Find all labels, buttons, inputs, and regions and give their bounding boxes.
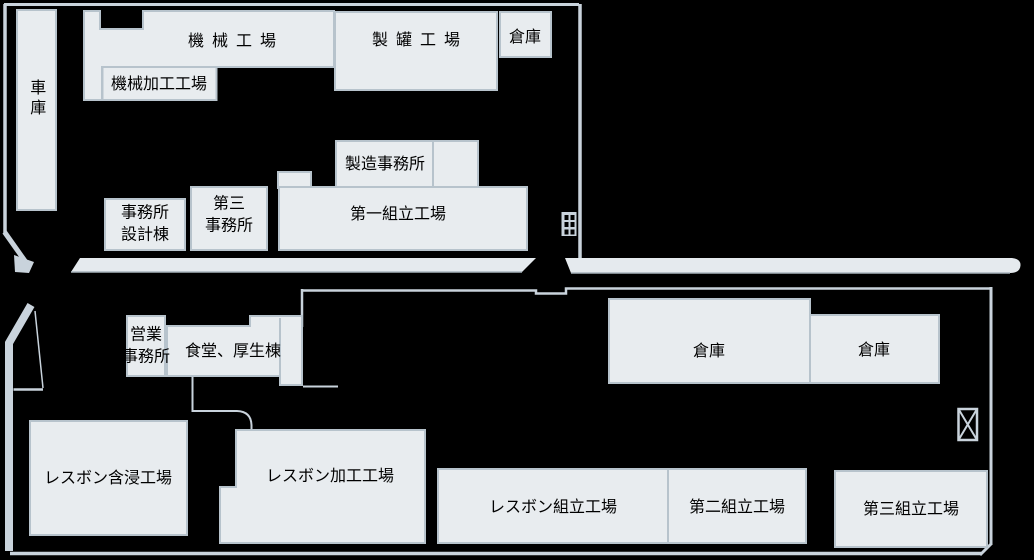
- label-third-office: 第三事務所: [204, 193, 254, 235]
- label-garage: 車庫: [27, 79, 47, 119]
- boundary-corner-chamfer: [978, 542, 993, 557]
- label-manufacturing-office: 製造事務所: [344, 153, 426, 173]
- building-garage: [16, 9, 57, 211]
- road-east: [565, 258, 1021, 273]
- roads: [71, 258, 1021, 274]
- label-cafeteria-welfare: 食堂、厚生棟: [184, 340, 282, 360]
- label-second-assembly: 第二組立工場: [688, 496, 786, 516]
- grid-gate-icon: [561, 212, 577, 236]
- label-first-assembly: 第一組立工場: [349, 203, 447, 223]
- label-resbon-impregnation: レスボン含浸工場: [43, 467, 173, 487]
- label-resbon-processing: レスボン加工工場: [265, 465, 395, 485]
- left-thin-diagonal: [34, 310, 44, 389]
- building-manufacturing-office: [335, 140, 479, 188]
- junction-wedge: [14, 255, 34, 273]
- building-sales-office: [126, 315, 166, 377]
- label-third-assembly: 第三組立工場: [862, 498, 960, 518]
- buildings-layer: [16, 9, 988, 548]
- x-gate-icon: [957, 407, 979, 442]
- x-gate-cross: [957, 408, 978, 441]
- building-warehouse-top: [499, 11, 552, 58]
- building-annex-small: [277, 171, 312, 189]
- label-warehouse-left: 倉庫: [692, 340, 726, 360]
- building-second-assembly: [667, 468, 807, 544]
- label-machine-factory: 機械工場: [187, 30, 285, 50]
- label-machining-factory: 機械加工工場: [110, 73, 208, 93]
- boundary-left-diagonal: [2, 230, 28, 263]
- building-resbon-impregnation: [29, 420, 188, 536]
- road-west: [71, 258, 536, 272]
- building-cafeteria-welfare: [166, 315, 303, 386]
- building-resbon-assembly: [437, 468, 669, 544]
- building-warehouse-left: [608, 298, 811, 384]
- path-to-processing-plant: [191, 377, 253, 430]
- label-sales-office: 営業事務所: [121, 324, 171, 366]
- label-office-design: 事務所設計棟: [120, 202, 170, 244]
- label-resbon-assembly: レスボン組立工場: [488, 496, 618, 516]
- building-warehouse-right: [809, 314, 940, 384]
- building-third-office: [190, 186, 268, 251]
- grid-gate-cells: [564, 215, 575, 235]
- boundary-lower-top: [303, 287, 990, 295]
- label-can-factory: 製罐工場: [371, 29, 469, 49]
- label-warehouse-top: 倉庫: [508, 26, 542, 46]
- building-resbon-processing: [219, 429, 426, 544]
- building-can-factory: [334, 11, 498, 91]
- label-warehouse-right: 倉庫: [857, 339, 891, 359]
- building-first-assembly: [278, 186, 528, 251]
- building-office-design: [104, 198, 186, 251]
- x-gate-frame: [957, 407, 979, 442]
- building-third-assembly: [834, 470, 988, 548]
- building-machining-factory: [101, 66, 218, 101]
- boundary-lower-left: [5, 302, 35, 551]
